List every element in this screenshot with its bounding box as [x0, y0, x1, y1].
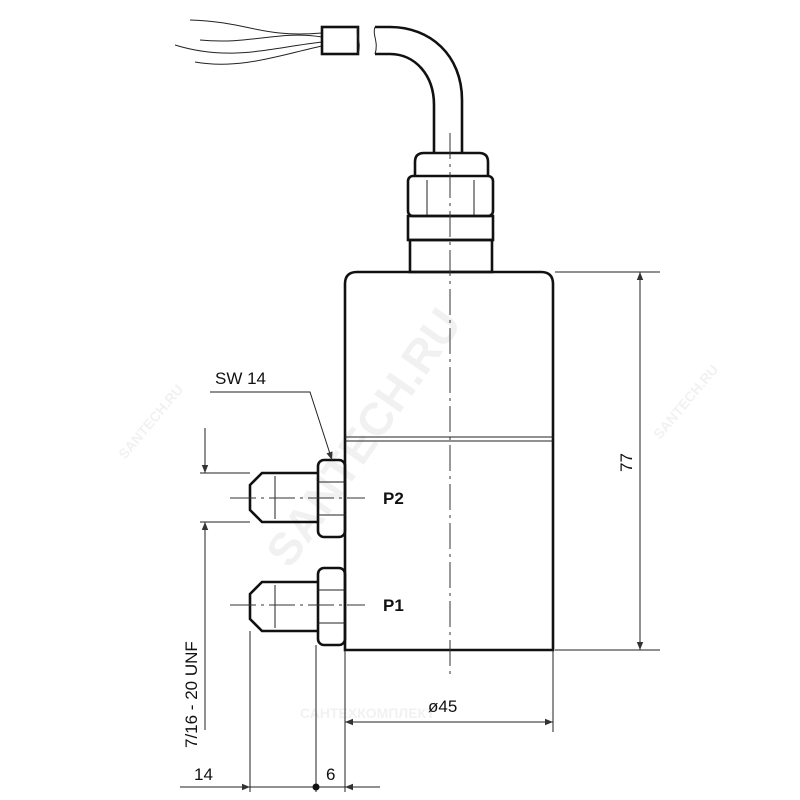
sensor-body — [343, 270, 555, 652]
thread-dimension — [200, 428, 250, 730]
height-label: 77 — [617, 453, 636, 472]
cable-break-right — [373, 26, 377, 55]
fitting-p1 — [230, 566, 365, 647]
cable-wires — [174, 19, 323, 65]
wrench-size-label: SW 14 — [215, 369, 266, 388]
watermark-bottom: САНТЕХКОМПЛЕКТ — [300, 705, 435, 721]
cable-inner — [375, 52, 436, 153]
cable-break-left — [356, 26, 360, 55]
watermark-secondary-right: SANTECH.RU — [650, 361, 721, 442]
thread-spec-label: 7/16 - 20 UNF — [182, 641, 201, 748]
fitting-length-label: 14 — [194, 765, 213, 784]
height-dimension — [555, 271, 660, 651]
cable-outer — [375, 25, 464, 153]
diameter-label: ø45 — [428, 697, 457, 716]
port-p1-label: P1 — [383, 596, 404, 615]
wrench-size-leader — [210, 391, 333, 461]
diameter-dimension — [345, 650, 554, 732]
nut-offset-label: 6 — [326, 765, 335, 784]
port-p2-label: P2 — [383, 489, 404, 508]
cable-sleeve — [320, 25, 360, 56]
watermark-secondary: SANTECH.RU — [115, 381, 186, 462]
